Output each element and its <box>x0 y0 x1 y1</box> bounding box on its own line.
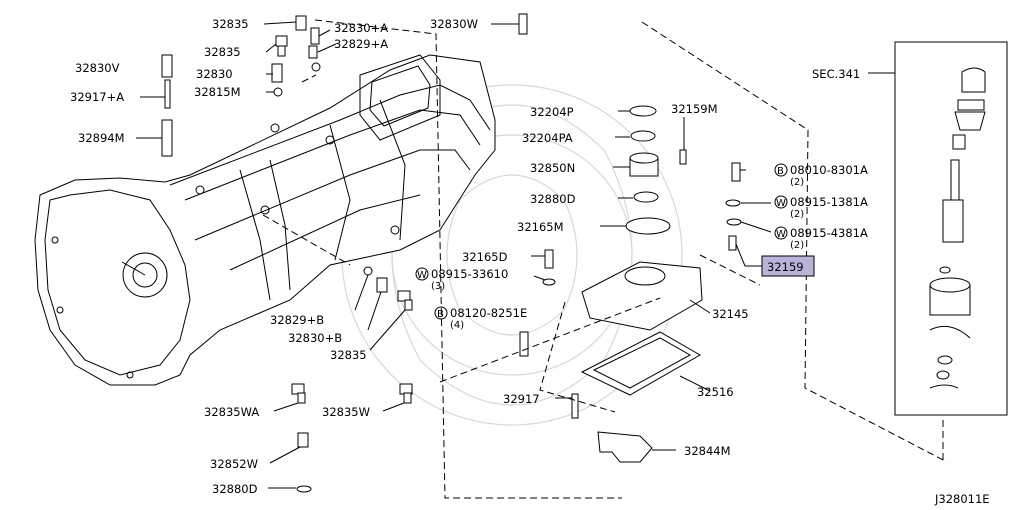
label-32835: 32835 <box>212 17 249 31</box>
label-32829-b: 32829+B <box>270 313 324 327</box>
callout-prefix: B <box>437 309 444 320</box>
section-label: SEC.341 <box>812 67 860 81</box>
callout-qty: (2) <box>790 209 804 220</box>
diagram-id: J328011E <box>934 492 990 506</box>
center-parts <box>519 105 742 463</box>
label-32829-a: 32829+A <box>334 37 388 51</box>
shifter-assembly <box>894 41 1008 416</box>
label-32835wa: 32835WA <box>204 405 259 419</box>
label-32880d: 32880D <box>212 482 258 496</box>
label-32835-2: 32835 <box>204 45 241 59</box>
label-32894m: 32894M <box>78 131 125 145</box>
callout-qty: (3) <box>431 281 445 292</box>
callout-08915-1381a: W 08915-1381A (2) <box>774 195 868 220</box>
label-32159: 32159 <box>767 260 804 274</box>
label-32145: 32145 <box>712 307 749 321</box>
transmission-housing <box>34 54 496 386</box>
label-32830-a: 32830+A <box>334 21 388 35</box>
label-32844m: 32844M <box>684 444 731 458</box>
highlight-box <box>761 255 815 277</box>
callout-08120-8251e: B 08120-8251E (4) <box>434 306 527 331</box>
label-32165m: 32165M <box>517 220 564 234</box>
label-32917-a: 32917+A <box>70 90 124 104</box>
callout-08010-8301a: B 08010-8301A (2) <box>774 163 868 188</box>
callout-number: 08010-8301A <box>790 163 868 177</box>
label-32835w: 32835W <box>322 405 370 419</box>
callout-number: 08915-4381A <box>790 226 868 240</box>
callout-qty: (4) <box>450 320 464 331</box>
label-32830w: 32830W <box>430 17 478 31</box>
left-parts <box>161 13 528 493</box>
label-32159m: 32159M <box>671 102 718 116</box>
callout-qty: (2) <box>790 240 804 251</box>
label-32516: 32516 <box>697 385 734 399</box>
label-32815m: 32815M <box>194 85 241 99</box>
label-32850n: 32850N <box>530 161 575 175</box>
watermark <box>341 84 683 426</box>
callout-qty: (2) <box>790 177 804 188</box>
label-32204pa: 32204PA <box>522 131 573 145</box>
callout-prefix: W <box>776 198 786 209</box>
label-32852w: 32852W <box>210 457 258 471</box>
callout-prefix: W <box>776 229 786 240</box>
label-32165d: 32165D <box>462 250 508 264</box>
callout-08915-4381a: W 08915-4381A (2) <box>774 226 868 251</box>
callout-prefix: W <box>417 270 427 281</box>
label-32830v: 32830V <box>75 61 120 75</box>
label-32830-b: 32830+B <box>288 331 342 345</box>
label-32917: 32917 <box>503 392 540 406</box>
leader-lines <box>121 21 895 489</box>
callout-number: 08915-1381A <box>790 195 868 209</box>
part-labels: 32835 32830+A 32829+A 32830W 32835 32830… <box>70 17 990 506</box>
callout-08915-33610: W 08915-33610 (3) <box>415 267 508 292</box>
label-32835-3: 32835 <box>330 348 367 362</box>
label-32880d-2: 32880D <box>530 192 576 206</box>
callout-number: 08915-33610 <box>431 267 508 281</box>
label-32830: 32830 <box>196 67 233 81</box>
dashed-guides <box>262 19 948 499</box>
label-32204p: 32204P <box>530 105 574 119</box>
callout-number: 08120-8251E <box>450 306 527 320</box>
callout-prefix: B <box>777 166 784 177</box>
